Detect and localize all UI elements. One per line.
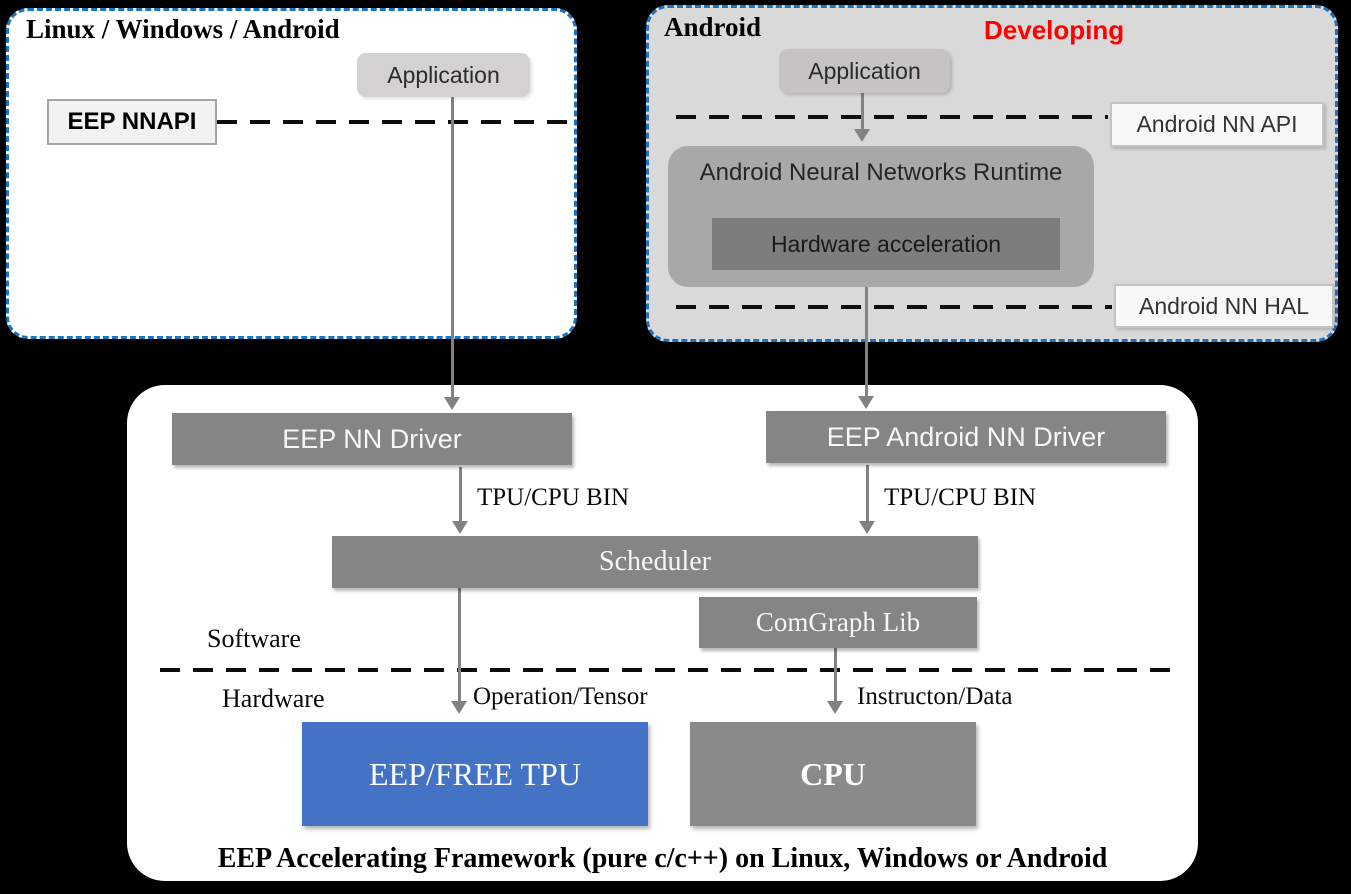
- instruction-data-label: Instructon/Data: [857, 683, 1013, 710]
- hardware-acceleration-box: Hardware acceleration: [712, 218, 1060, 270]
- left-api-boundary-dashed-line: [217, 120, 573, 124]
- connector-eep-nn-driver-to-scheduler: [459, 467, 462, 522]
- eep-nnapi-box: EEP NNAPI: [47, 99, 217, 145]
- developing-status-label: Developing: [984, 15, 1125, 45]
- arrowhead-down-icon: [827, 701, 843, 714]
- connector-comgraph-to-cpu: [834, 648, 837, 702]
- left-panel-title: Linux / Windows / Android: [26, 14, 340, 44]
- eep-free-tpu-box: EEP/FREE TPU: [302, 722, 648, 826]
- android-application-box: Application: [779, 49, 950, 93]
- android-panel-title: Android: [664, 12, 762, 42]
- eep-android-nn-driver-box: EEP Android NN Driver: [766, 411, 1166, 463]
- tpu-cpu-bin-label-left: TPU/CPU BIN: [477, 484, 630, 511]
- software-hardware-divider-dashed-line: [160, 668, 1172, 672]
- arrowhead-down-icon: [858, 396, 874, 409]
- hardware-layer-label: Hardware: [222, 684, 325, 713]
- arrowhead-down-icon: [444, 397, 460, 410]
- arrowhead-down-icon: [451, 701, 467, 714]
- connector-android-app-to-runtime: [861, 93, 864, 129]
- arrowhead-down-icon: [859, 521, 875, 534]
- tpu-cpu-bin-label-right: TPU/CPU BIN: [884, 484, 1037, 511]
- arrowhead-down-icon: [452, 521, 468, 534]
- arrowhead-down-icon: [854, 129, 870, 142]
- eep-nn-driver-box: EEP NN Driver: [172, 413, 572, 465]
- left-application-box: Application: [357, 53, 530, 97]
- cpu-box: CPU: [690, 722, 976, 826]
- software-layer-label: Software: [207, 624, 301, 653]
- operation-tensor-label: Operation/Tensor: [473, 683, 648, 710]
- android-nn-hal-boundary-dashed-line: [676, 305, 1112, 309]
- android-nn-hal-tag: Android NN HAL: [1114, 284, 1334, 328]
- scheduler-box: Scheduler: [332, 536, 978, 588]
- framework-caption: EEP Accelerating Framework (pure c/c++) …: [217, 843, 1108, 874]
- connector-runtime-to-eep-android-nn-driver: [865, 287, 868, 397]
- connector-eep-android-nn-driver-to-scheduler: [866, 465, 869, 522]
- android-nn-api-boundary-dashed-line: [676, 115, 1108, 119]
- connector-scheduler-to-tpu: [458, 588, 461, 702]
- comgraph-lib-box: ComGraph Lib: [699, 597, 977, 648]
- connector-left-app-to-eep-nn-driver: [451, 97, 454, 398]
- android-nn-api-tag: Android NN API: [1110, 102, 1324, 147]
